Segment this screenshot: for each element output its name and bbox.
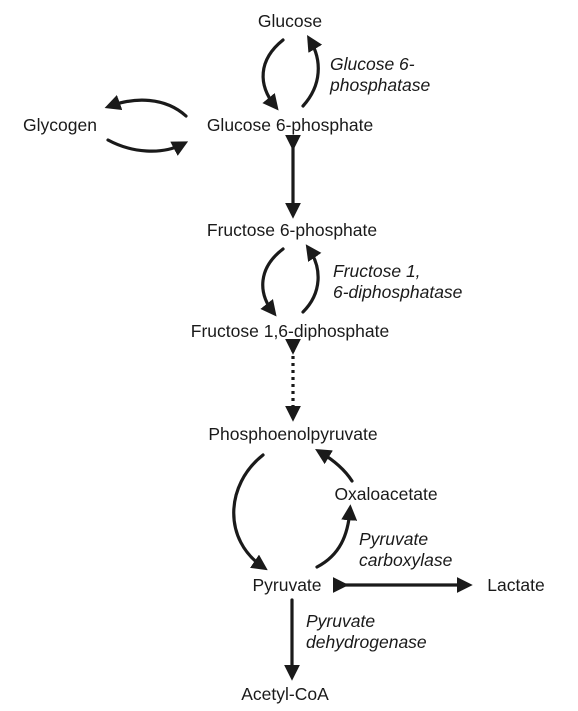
fructose-1-6-diphosphatase-line-1: Fructose 1, [333, 261, 421, 281]
pyruvate-dehydrogenase-line-1: Pyruvate [306, 611, 375, 631]
g6p-to-glucose-arrow [301, 35, 323, 108]
glucose-6-phosphatase-line-2: phosphatase [329, 75, 430, 95]
pyruvate-label: Pyruvate [252, 575, 321, 595]
pep-to-pyruvate-arrow [232, 453, 268, 571]
pyruvate-dehydrogenase-label: Pyruvate dehydrogenase [306, 611, 427, 652]
pyruvate-carboxylase-label: Pyruvate carboxylase [359, 529, 453, 570]
glycogen-label: Glycogen [23, 115, 97, 135]
f6p-to-f16dp-arrow [260, 247, 285, 317]
glucose-6-phosphate-label: Glucose 6-phosphate [207, 115, 373, 135]
glucose-label: Glucose [258, 11, 322, 31]
pyruvate-dehydrogenase-line-2: dehydrogenase [306, 632, 427, 652]
fructose-1-6-diphosphatase-line-2: 6-diphosphatase [333, 282, 463, 302]
pyruvate-carboxylase-line-2: carboxylase [359, 550, 453, 570]
oxaloacetate-to-pep-arrow [315, 449, 354, 483]
glucose-to-g6p-arrow [261, 38, 285, 111]
fructose-6-phosphate-label: Fructose 6-phosphate [207, 220, 377, 240]
fructose-1-6-diphosphate-label: Fructose 1,6-diphosphate [191, 321, 389, 341]
pyruvate-to-oxaloacetate-arrow [315, 504, 358, 569]
phosphoenolpyruvate-label: Phosphoenolpyruvate [208, 424, 377, 444]
f16dp-to-f6p-arrow [301, 244, 322, 314]
glycogen-to-g6p-arrow [106, 138, 189, 156]
glucose-6-phosphatase-label: Glucose 6- phosphatase [329, 54, 430, 95]
lactate-label: Lactate [487, 575, 544, 595]
fructose-1-6-diphosphatase-label: Fructose 1, 6-diphosphatase [333, 261, 463, 302]
glucose-6-phosphatase-line-1: Glucose 6- [330, 54, 415, 74]
pyruvate-carboxylase-line-1: Pyruvate [359, 529, 428, 549]
g6p-to-glycogen-arrow [104, 95, 188, 118]
oxaloacetate-label: Oxaloacetate [334, 484, 437, 504]
acetyl-coa-label: Acetyl-CoA [241, 684, 329, 704]
